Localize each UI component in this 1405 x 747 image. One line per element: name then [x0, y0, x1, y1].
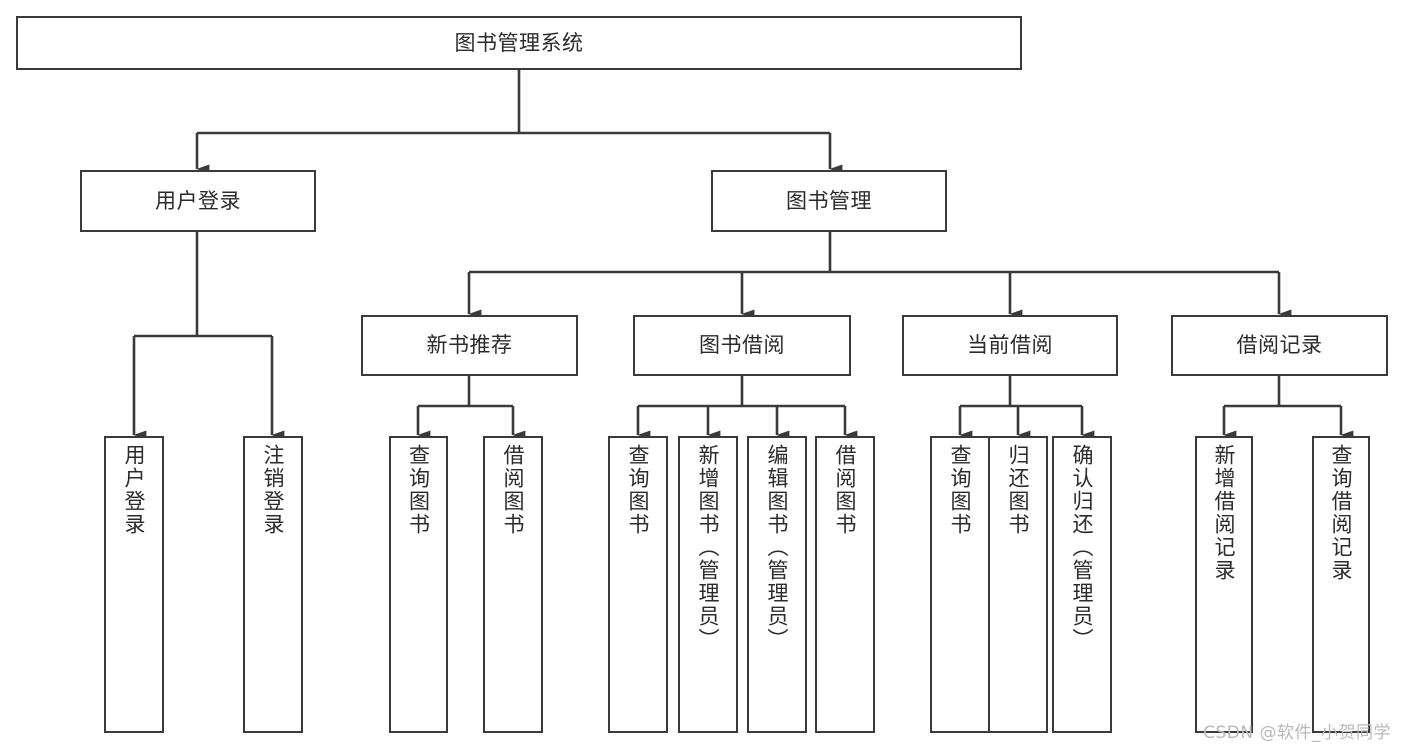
node-borrow-record[interactable]: 借阅记录: [1171, 315, 1388, 376]
node-root[interactable]: 图书管理系统: [16, 16, 1022, 70]
leaf-confirm-return-label: 确认归还（管理员）: [1070, 444, 1095, 651]
leaf-borrow-book-2-label: 借阅图书: [833, 444, 858, 536]
edge-new-book-rec-to-leaves: [416, 376, 526, 440]
node-new-book-recommend-label: 新书推荐: [426, 333, 513, 358]
leaf-query-book-2[interactable]: 查询图书: [608, 436, 668, 733]
edge-root-to-level1: [195, 70, 843, 174]
node-root-label: 图书管理系统: [454, 30, 584, 55]
node-user-login-label: 用户登录: [155, 188, 241, 213]
node-new-book-recommend[interactable]: 新书推荐: [361, 315, 578, 376]
watermark: CSDN @软件_小贺同学: [1203, 723, 1391, 743]
node-current-borrow-label: 当前借阅: [967, 333, 1053, 358]
leaf-query-book-1-label: 查询图书: [406, 444, 431, 536]
node-book-manage[interactable]: 图书管理: [711, 170, 947, 232]
edge-current-borrow-to-leaves: [958, 376, 1095, 440]
edge-user-login-to-leaves: [132, 232, 285, 440]
edge-book-manage-to-level2: [467, 232, 1292, 319]
leaf-user-login-label: 用户登录: [122, 444, 147, 536]
leaf-logout-label: 注销登录: [261, 444, 286, 536]
leaf-confirm-return[interactable]: 确认归还（管理员）: [1052, 436, 1112, 733]
leaf-query-borrow-record[interactable]: 查询借阅记录: [1312, 436, 1370, 733]
node-current-borrow[interactable]: 当前借阅: [902, 315, 1118, 376]
leaf-return-book-label: 归还图书: [1006, 444, 1031, 536]
node-borrow-record-label: 借阅记录: [1236, 333, 1323, 358]
node-book-borrow-label: 图书借阅: [699, 333, 785, 358]
leaf-query-book-2-label: 查询图书: [626, 444, 651, 536]
leaf-logout[interactable]: 注销登录: [243, 436, 303, 733]
leaf-add-book-label: 新增图书（管理员）: [696, 444, 721, 651]
leaf-return-book[interactable]: 归还图书: [988, 436, 1048, 733]
leaf-query-borrow-record-label: 查询借阅记录: [1329, 444, 1354, 582]
edge-borrow-record-to-leaves: [1222, 376, 1354, 440]
leaf-edit-book-label: 编辑图书（管理员）: [765, 444, 790, 651]
node-book-manage-label: 图书管理: [786, 188, 872, 213]
leaf-borrow-book-2[interactable]: 借阅图书: [815, 436, 875, 733]
leaf-query-book-3[interactable]: 查询图书: [930, 436, 990, 733]
node-user-login[interactable]: 用户登录: [80, 170, 316, 232]
node-book-borrow[interactable]: 图书借阅: [633, 315, 851, 376]
leaf-edit-book[interactable]: 编辑图书（管理员）: [747, 436, 807, 733]
leaf-query-book-3-label: 查询图书: [948, 444, 973, 536]
edge-book-borrow-to-leaves: [636, 376, 858, 440]
leaf-user-login[interactable]: 用户登录: [104, 436, 164, 733]
leaf-query-book-1[interactable]: 查询图书: [389, 436, 448, 733]
leaf-borrow-book-1-label: 借阅图书: [501, 444, 526, 536]
leaf-add-borrow-record[interactable]: 新增借阅记录: [1195, 436, 1253, 733]
leaf-add-book[interactable]: 新增图书（管理员）: [678, 436, 738, 733]
leaf-add-borrow-record-label: 新增借阅记录: [1212, 444, 1237, 582]
leaf-borrow-book-1[interactable]: 借阅图书: [483, 436, 543, 733]
